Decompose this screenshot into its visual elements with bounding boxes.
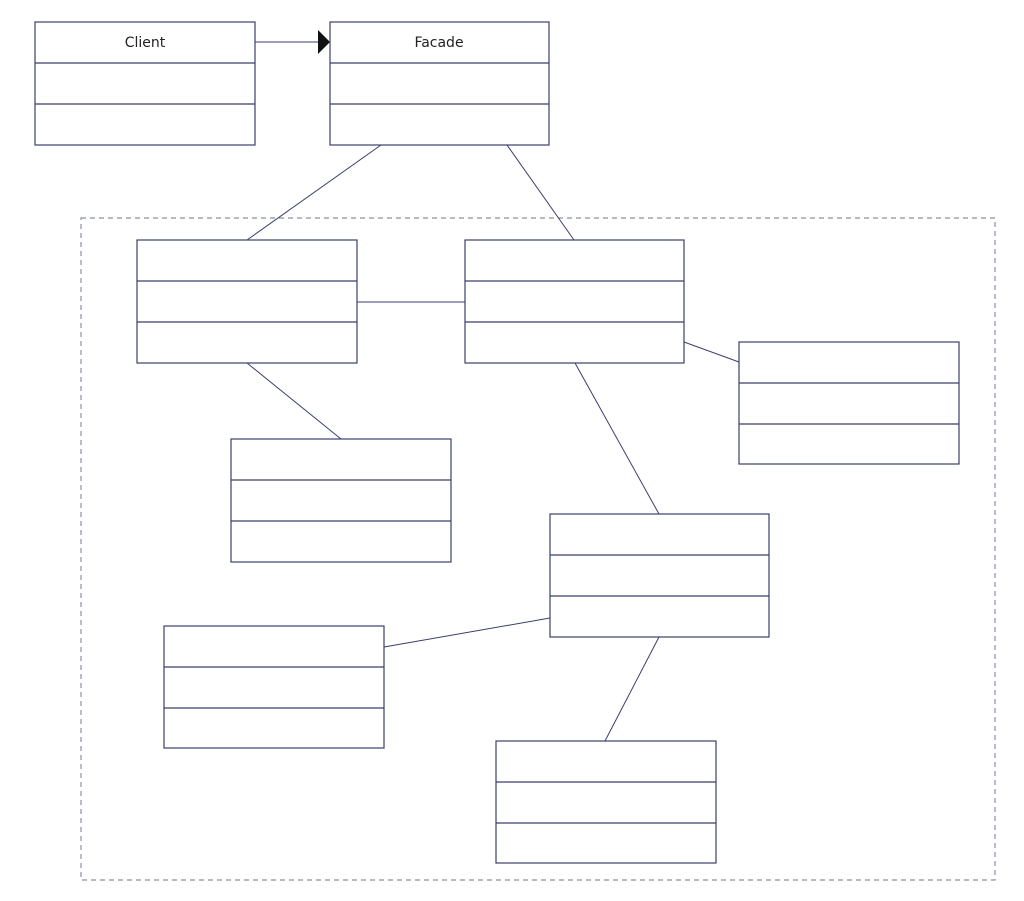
- class-box-subsystem-7: [495, 740, 717, 864]
- edge-facade-s2: [506, 144, 575, 241]
- class-box-subsystem-6: [163, 625, 385, 749]
- class-box-subsystem-1: [136, 239, 358, 364]
- edge-s5-s6: [383, 617, 551, 648]
- edge-facade-s1: [246, 144, 382, 241]
- class-box-subsystem-5: [549, 513, 770, 638]
- class-name-facade: Facade: [414, 35, 463, 51]
- subsystem-boundary: [80, 217, 996, 881]
- class-box-subsystem-3: [738, 341, 960, 465]
- class-box-facade: Facade: [329, 21, 550, 146]
- class-box-subsystem-2: [464, 239, 685, 364]
- class-name-client: Client: [125, 35, 166, 51]
- edge-s1-s4: [246, 362, 342, 440]
- edge-s2-s5: [574, 362, 660, 515]
- edge-s5-s7: [604, 636, 660, 742]
- class-box-client: Client: [34, 21, 256, 146]
- associations: [246, 30, 740, 742]
- edge-s2-s3: [683, 341, 740, 363]
- class-box-subsystem-4: [230, 438, 452, 563]
- arrowhead-filled-triangle: [318, 30, 330, 54]
